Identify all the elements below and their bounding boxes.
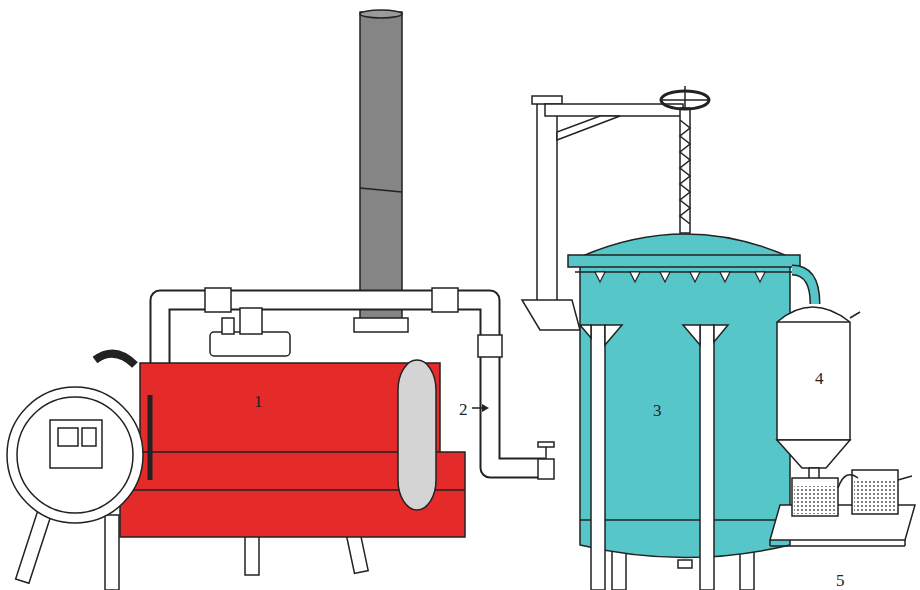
boiler	[148, 395, 153, 480]
outlet-pipe	[792, 270, 815, 304]
boiler	[210, 332, 290, 356]
extraction-vessel	[591, 325, 605, 590]
boiler	[240, 308, 262, 334]
press-frame	[680, 108, 690, 233]
beakers	[792, 478, 838, 516]
press-frame	[532, 96, 562, 104]
valve	[545, 446, 547, 459]
chimney	[360, 10, 402, 18]
steam-pipe	[478, 335, 502, 357]
press-frame	[684, 86, 686, 108]
press-frame	[680, 120, 690, 224]
boiler	[82, 428, 96, 446]
leader-arrow	[482, 404, 489, 412]
separator	[777, 321, 850, 323]
extraction-vessel	[678, 560, 692, 568]
extraction-vessel	[683, 325, 700, 345]
boiler	[58, 428, 78, 446]
callout-number: 1	[254, 393, 263, 410]
boiler	[7, 308, 465, 590]
boiler	[222, 318, 234, 334]
callout-number: 5	[836, 572, 845, 589]
press-frame	[522, 300, 580, 330]
outlet-pipe	[792, 270, 815, 304]
valve	[538, 442, 554, 447]
separator	[850, 312, 860, 318]
boiler	[140, 363, 440, 461]
beakers	[838, 475, 858, 488]
spray-nozzles	[595, 272, 605, 282]
callout-number: 4	[815, 370, 824, 387]
extraction-vessel	[568, 255, 800, 267]
boiler	[17, 397, 133, 513]
separator	[777, 307, 860, 480]
callout-number: 2	[459, 401, 468, 418]
extraction-vessel	[714, 325, 728, 342]
chimney	[360, 12, 402, 322]
boiler	[50, 420, 102, 468]
boiler	[398, 360, 436, 510]
spray-nozzles	[630, 272, 640, 282]
beakers	[792, 470, 912, 516]
extraction-vessel	[580, 262, 790, 558]
press-frame	[537, 100, 557, 310]
extraction-vessel	[568, 234, 800, 590]
callout-number: 3	[653, 402, 662, 419]
separator	[777, 307, 850, 440]
boiler	[7, 387, 143, 523]
beakers	[854, 480, 896, 512]
extraction-vessel	[580, 519, 790, 521]
receiving-tray	[770, 545, 905, 547]
chimney	[354, 10, 408, 332]
receiving-tray	[769, 540, 771, 546]
leader-arrow	[472, 404, 489, 412]
separator	[777, 440, 850, 468]
spray-nozzles	[595, 272, 765, 282]
extraction-vessel	[580, 325, 591, 338]
spray-nozzles	[660, 272, 670, 282]
boiler	[105, 515, 119, 590]
spray-nozzles	[755, 272, 765, 282]
valve	[538, 459, 554, 479]
beakers	[852, 470, 898, 514]
valve	[538, 442, 554, 479]
receiving-tray	[904, 540, 906, 546]
boiler	[95, 354, 135, 365]
outlet-pipe	[792, 270, 815, 304]
steam-pipe	[205, 288, 231, 312]
spray-nozzles	[690, 272, 700, 282]
chimney	[354, 318, 408, 332]
steam-pipe	[432, 288, 458, 312]
press-frame	[557, 116, 620, 140]
chimney	[360, 188, 402, 192]
beakers	[794, 486, 836, 514]
extraction-vessel	[605, 325, 622, 345]
spray-nozzles	[720, 272, 730, 282]
beakers	[898, 476, 912, 480]
press-frame	[545, 104, 683, 116]
extraction-vessel	[700, 325, 714, 590]
